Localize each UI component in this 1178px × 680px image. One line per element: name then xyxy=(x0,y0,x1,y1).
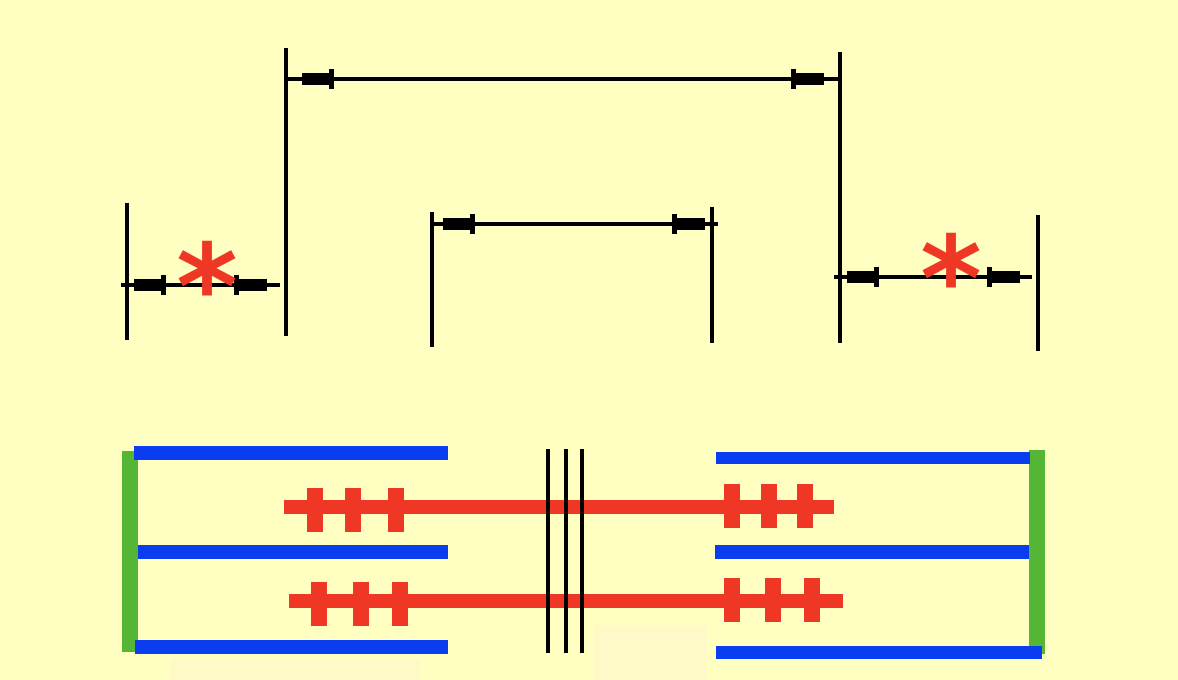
asterisk-right: * xyxy=(920,210,982,348)
faint-patch-left xyxy=(170,660,420,680)
crossbridge xyxy=(724,484,740,528)
actin-filament-left-3 xyxy=(135,640,448,654)
arrowhead-left xyxy=(847,267,879,287)
arrowhead-right xyxy=(234,275,267,295)
faint-patch-center xyxy=(593,625,707,680)
arrowhead-left xyxy=(443,214,475,234)
myosin-filament-1 xyxy=(284,484,834,532)
crossbridge xyxy=(353,582,369,626)
crossbridge xyxy=(388,488,404,532)
arrowhead-right xyxy=(672,214,705,234)
crossbridge xyxy=(765,578,781,622)
arrowhead-right xyxy=(791,69,824,89)
dimension-left xyxy=(121,275,280,295)
m-line xyxy=(546,449,584,653)
actin-filament-left-1 xyxy=(134,446,448,460)
crossbridge xyxy=(311,582,327,626)
arrowhead-right xyxy=(987,267,1020,287)
crossbridge xyxy=(724,578,740,622)
asterisk-left: * xyxy=(176,218,238,356)
crossbridge xyxy=(804,578,820,622)
dimension-top xyxy=(288,69,838,89)
crossbridge xyxy=(307,488,323,532)
actin-filament-right-1 xyxy=(716,452,1030,464)
actin-filament-left-2 xyxy=(138,545,448,559)
dimension-middle xyxy=(434,214,718,234)
dimension-schematic xyxy=(125,48,1040,351)
crossbridge xyxy=(392,582,408,626)
actin-filament-right-2 xyxy=(715,545,1029,559)
arrowhead-left xyxy=(302,69,334,89)
crossbridge xyxy=(345,488,361,532)
z-disc-right xyxy=(1029,450,1045,654)
dimension-right xyxy=(834,267,1032,287)
actin-filament-right-3 xyxy=(716,646,1042,659)
crossbridge xyxy=(797,484,813,528)
z-disc-left xyxy=(122,451,138,652)
arrowhead-left xyxy=(134,275,166,295)
crossbridge xyxy=(761,484,777,528)
